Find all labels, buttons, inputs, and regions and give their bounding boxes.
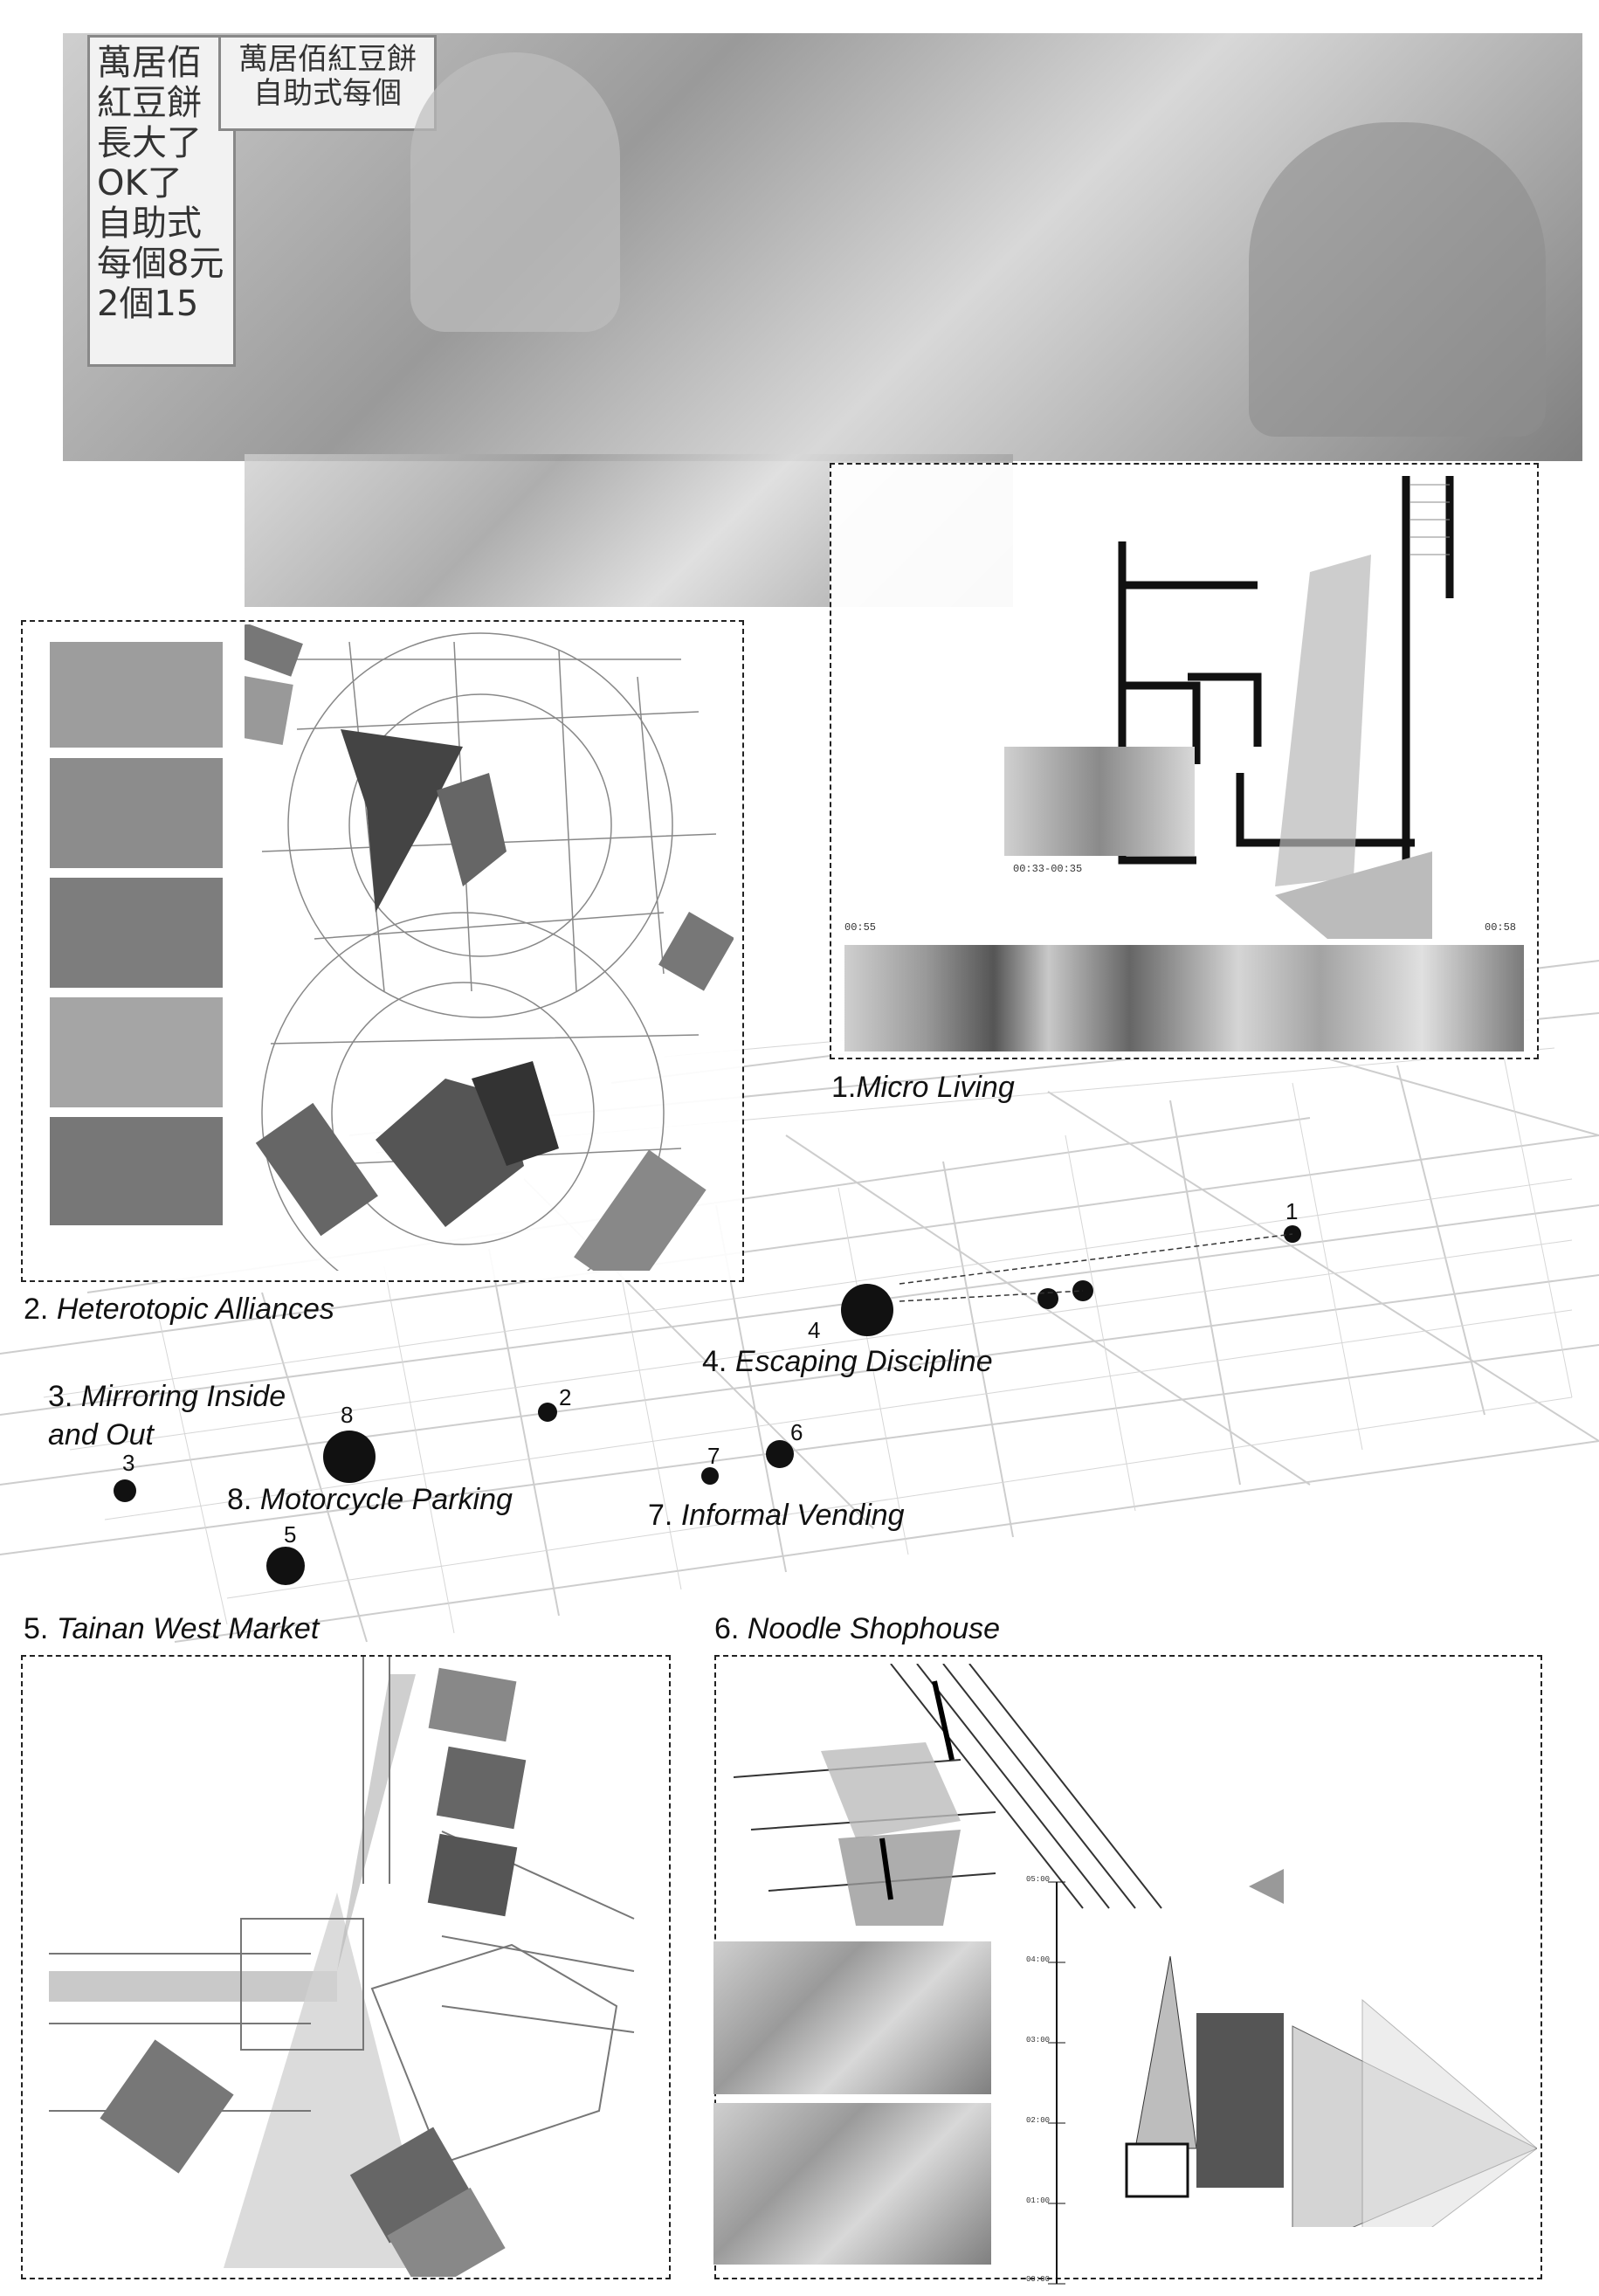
- map-marker-label-6: 6: [790, 1419, 803, 1445]
- noodle-street-photo-lower: [713, 2103, 991, 2265]
- micro-living-floor-plan: [1118, 476, 1454, 939]
- axis-tick-2: 02:00: [1026, 2116, 1051, 2125]
- label-mirroring-inside: 3. Mirroring Inside: [48, 1380, 286, 1413]
- alliances-site-plan: [245, 624, 734, 1271]
- micro-living-time-start: 00:55: [844, 921, 877, 934]
- map-marker-label-1: 1: [1285, 1198, 1299, 1224]
- vendor-sign-top: 萬居佰紅豆餅 自助式每個: [218, 35, 437, 131]
- label-motorcycle-parking: 8. Motorcycle Parking: [227, 1483, 513, 1516]
- vignette-seated-figures: [48, 876, 224, 989]
- noodle-time-axis: [1048, 1881, 1065, 2285]
- helmet-riders-right: [1249, 122, 1546, 437]
- map-marker-label-4: 4: [808, 1317, 821, 1343]
- map-marker-7[interactable]: [701, 1467, 719, 1485]
- helmet-rider-figure: [410, 52, 620, 332]
- map-marker-4[interactable]: [841, 1284, 893, 1336]
- map-marker-3[interactable]: [114, 1479, 136, 1502]
- map-marker-6[interactable]: [766, 1440, 794, 1468]
- micro-living-time-end: 00:58: [1485, 921, 1517, 934]
- vignette-building-corner: [48, 1115, 224, 1227]
- label-informal-vending: 7. Informal Vending: [648, 1499, 905, 1532]
- axis-tick-0: 00:00: [1026, 2275, 1051, 2284]
- axis-tick-4: 04:00: [1026, 1955, 1051, 1964]
- label-heterotopic-alliances: 2. Heterotopic Alliances: [24, 1293, 334, 1326]
- vendor-sign-left: 萬居佰 紅豆餅 長大了OK了 自助式 每個8元 2個15: [87, 35, 236, 367]
- west-market-plan: [49, 1657, 635, 2277]
- vignette-traffic-cones: [48, 996, 224, 1109]
- map-marker-2[interactable]: [538, 1403, 557, 1422]
- map-marker-label-2: 2: [559, 1384, 572, 1410]
- micro-living-video-still: [1004, 747, 1195, 856]
- label-micro-living: 1.Micro Living: [831, 1071, 1015, 1104]
- micro-living-film-strip: [844, 945, 1524, 1051]
- map-marker-label-3: 3: [122, 1450, 135, 1476]
- map-marker-5[interactable]: [266, 1547, 305, 1585]
- map-marker-label-7: 7: [707, 1443, 720, 1469]
- label-mirroring-and-out: and Out: [48, 1418, 154, 1451]
- axis-tick-1: 01:00: [1026, 2196, 1051, 2205]
- map-marker-label-8: 8: [341, 1402, 354, 1428]
- noodle-street-photo-upper: [713, 1941, 991, 2094]
- label-noodle-shophouse: 6. Noodle Shophouse: [714, 1612, 1001, 1645]
- vignette-street-figure: [48, 756, 224, 870]
- axis-tick-5: 05:00: [1026, 1875, 1051, 1884]
- vignette-window-figure: [48, 640, 224, 749]
- label-tainan-west-market: 5. Tainan West Market: [24, 1612, 320, 1645]
- micro-living-time-range: 00:33-00:35: [1013, 863, 1083, 875]
- map-marker-label-5: 5: [284, 1521, 297, 1548]
- map-marker-8[interactable]: [323, 1431, 376, 1483]
- noodle-street-axonometric: [734, 1664, 1162, 1926]
- axis-tick-3: 03:00: [1026, 2036, 1051, 2044]
- label-escaping-discipline: 4. Escaping Discipline: [702, 1345, 993, 1378]
- noodle-view-cones: [1125, 1869, 1537, 2227]
